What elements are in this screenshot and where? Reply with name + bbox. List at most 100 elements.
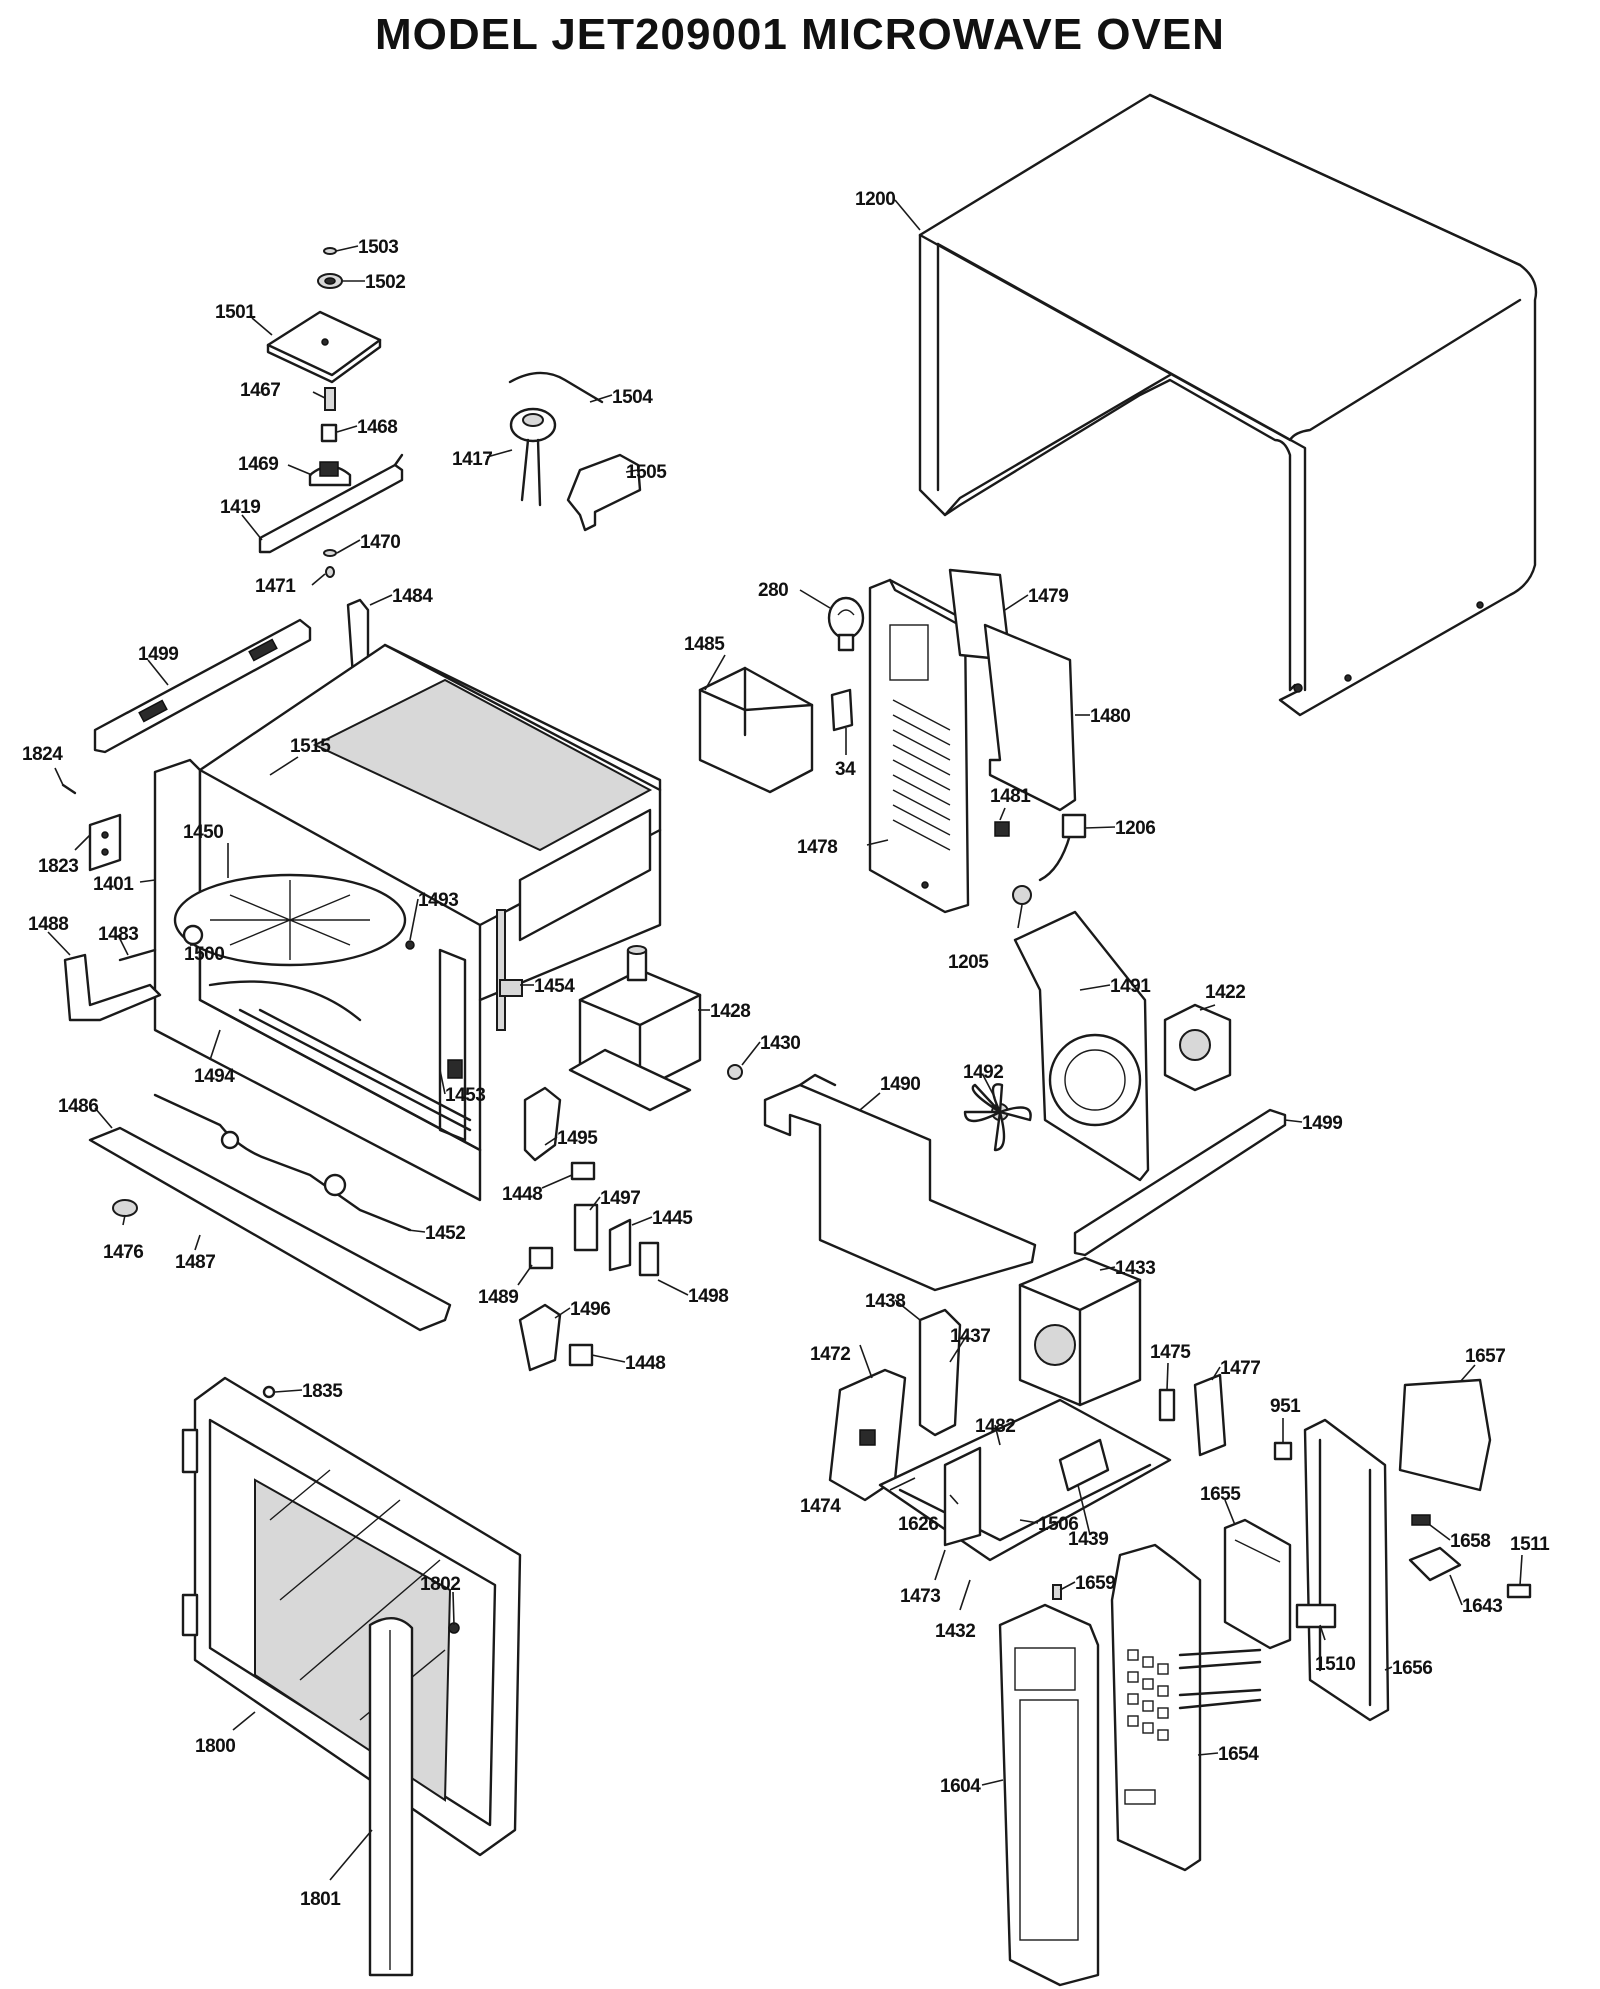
magnetron	[568, 945, 702, 1112]
callout-label-1479: 1479	[1028, 586, 1068, 607]
blower-bracket	[763, 1073, 1037, 1292]
callout-label-1497: 1497	[600, 1188, 640, 1209]
fan-motor	[1163, 1003, 1232, 1092]
callout-label-1437: 1437	[950, 1326, 990, 1347]
callout-label-1498: 1498	[688, 1286, 728, 1307]
base-plate	[878, 1398, 1172, 1562]
callout-label-1485: 1485	[684, 634, 725, 655]
screw-1659	[1052, 1584, 1062, 1600]
control-panel-front	[998, 1603, 1100, 1987]
callout-label-1467: 1467	[240, 380, 280, 401]
callout-label-1401: 1401	[93, 874, 134, 895]
outer-cabinet	[918, 93, 1538, 717]
callout-label-1604: 1604	[940, 1776, 981, 1797]
door-switch-group	[499, 979, 660, 1372]
oven-lamp	[827, 596, 865, 732]
callout-label-1801: 1801	[300, 1889, 341, 1910]
callout-label-1499a: 1499	[138, 644, 178, 665]
callout-label-1445: 1445	[652, 1208, 693, 1229]
callout-label-1439: 1439	[1068, 1529, 1108, 1550]
stirrer-motor	[508, 371, 642, 532]
side-bracket-1488	[63, 948, 162, 1022]
callout-label-1492: 1492	[963, 1062, 1003, 1083]
callout-label-1802: 1802	[420, 1574, 460, 1595]
callout-label-1477: 1477	[1220, 1358, 1260, 1379]
callout-label-1658: 1658	[1450, 1531, 1490, 1552]
motor-mount-bracket	[266, 247, 382, 487]
callout-label-1480: 1480	[1090, 706, 1130, 727]
callout-label-1489: 1489	[478, 1287, 518, 1308]
callout-label-1643: 1643	[1462, 1596, 1502, 1617]
vent-cover-1479	[948, 568, 1077, 812]
callout-label-1487: 1487	[175, 1252, 215, 1273]
callout-label-1430: 1430	[760, 1033, 800, 1054]
leader-lines	[47, 199, 1523, 1881]
callout-label-1417: 1417	[452, 449, 492, 470]
touch-keypad	[1110, 1543, 1262, 1872]
callout-label-1422: 1422	[1205, 982, 1245, 1003]
callout-label-1493: 1493	[418, 890, 458, 911]
callout-label-1450: 1450	[183, 822, 223, 843]
plug-1206	[994, 813, 1087, 905]
callout-label-1472: 1472	[810, 1344, 850, 1365]
callout-label-1499b: 1499	[1302, 1113, 1342, 1134]
callout-label-1476: 1476	[103, 1242, 143, 1263]
callout-label-1800: 1800	[195, 1736, 235, 1757]
callout-label-1205: 1205	[948, 952, 989, 973]
callout-label-1655: 1655	[1200, 1484, 1241, 1505]
callout-label-1515: 1515	[290, 736, 331, 757]
callout-label-1501: 1501	[215, 302, 256, 323]
callout-label-1506: 1506	[1038, 1514, 1078, 1535]
callout-label-1510: 1510	[1315, 1654, 1355, 1675]
callout-label-1823: 1823	[38, 856, 78, 877]
callout-label-1486: 1486	[58, 1096, 98, 1117]
fuse-and-relay-parts	[1158, 1373, 1293, 1461]
callout-label-1428: 1428	[710, 1001, 750, 1022]
callout-label-1505: 1505	[626, 462, 667, 483]
high-voltage-transformer	[1018, 1256, 1142, 1407]
cross-bracket-1419	[258, 453, 404, 578]
callout-label-1482: 1482	[975, 1416, 1015, 1437]
callout-label-1419: 1419	[220, 497, 260, 518]
capacitor-bracket	[828, 1308, 962, 1502]
callout-label-1491: 1491	[1110, 976, 1151, 997]
callout-label-1206: 1206	[1115, 818, 1155, 839]
callout-label-1448b: 1448	[625, 1353, 665, 1374]
callout-label-1478: 1478	[797, 837, 837, 858]
thermal-cutout-1430	[727, 1064, 743, 1080]
callout-label-1490: 1490	[880, 1074, 920, 1095]
callout-label-34: 34	[835, 759, 856, 780]
callout-label-1654: 1654	[1218, 1744, 1259, 1765]
callout-label-1504: 1504	[612, 387, 653, 408]
callout-label-280: 280	[758, 580, 788, 601]
callout-label-1494: 1494	[194, 1066, 235, 1087]
door-handle	[368, 1617, 414, 1977]
callout-label-1500: 1500	[184, 944, 224, 965]
callout-label-1469: 1469	[238, 454, 278, 475]
callout-label-1503: 1503	[358, 237, 398, 258]
callout-label-1453: 1453	[445, 1085, 485, 1106]
fan-blade	[963, 1083, 1032, 1152]
callout-label-1433: 1433	[1115, 1258, 1155, 1279]
callout-label-1452: 1452	[425, 1223, 465, 1244]
oven-door	[181, 1376, 522, 1857]
callout-label-1495: 1495	[557, 1128, 598, 1149]
callout-label-1502: 1502	[365, 272, 405, 293]
callout-label-1448a: 1448	[502, 1184, 542, 1205]
callout-label-1473: 1473	[900, 1586, 940, 1607]
callout-label-1656: 1656	[1392, 1658, 1432, 1679]
callout-label-1481: 1481	[990, 786, 1031, 807]
callout-label-951: 951	[1270, 1396, 1301, 1417]
callout-label-1824: 1824	[22, 744, 63, 765]
callout-label-1835: 1835	[302, 1381, 343, 1402]
callout-label-1511: 1511	[1510, 1534, 1550, 1555]
oven-cavity	[153, 643, 662, 1202]
callout-label-1475: 1475	[1150, 1342, 1191, 1363]
callout-label-1432: 1432	[935, 1621, 975, 1642]
callout-label-1488: 1488	[28, 914, 68, 935]
callout-label-1483: 1483	[98, 924, 138, 945]
callout-label-1471: 1471	[255, 576, 296, 597]
diagram-title: MODEL JET209001 MICROWAVE OVEN	[375, 10, 1225, 59]
callout-label-1657: 1657	[1465, 1346, 1505, 1367]
